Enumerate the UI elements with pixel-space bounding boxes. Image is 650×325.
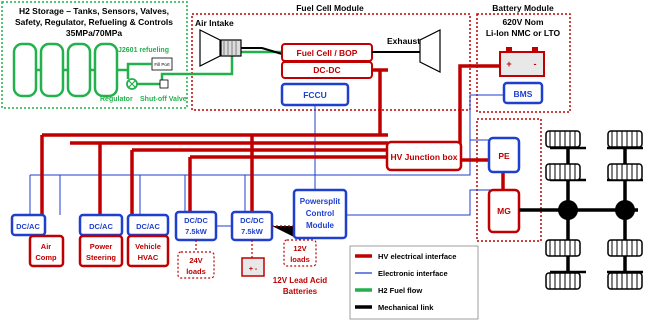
battery-12v-label-2: Batteries — [283, 287, 318, 296]
air-comp-box[interactable] — [28, 234, 65, 268]
storage-title-line1: H2 Storage – Tanks, Sensors, Valves, — [19, 6, 169, 16]
air-comp-label-1: Air — [41, 242, 52, 251]
h2-tank — [93, 42, 119, 98]
powersplit-label-2: Control — [306, 209, 334, 218]
battery-12v-icon — [241, 257, 265, 277]
battery-12v-label-1: 12V Lead Acid — [273, 276, 328, 285]
shutoff-label: Shut-off Valve — [140, 96, 187, 103]
tire — [607, 163, 643, 181]
dcac-vehicle-hvac-label: DC/AC — [136, 222, 160, 231]
legend-elec-label: Electronic interface — [378, 269, 448, 278]
legend-hv-label: HV electrical interface — [378, 252, 456, 261]
powersplit-label-3: Module — [306, 221, 335, 230]
fuel-cell-module-title: Fuel Cell Module — [296, 3, 364, 13]
tire — [545, 239, 581, 257]
powersplit-label-1: Powersplit — [300, 197, 341, 206]
fccu-label: FCCU — [303, 90, 327, 100]
regulator-label: Regulator — [100, 96, 133, 103]
legend: HV electrical interface Electronic inter… — [355, 252, 456, 312]
pe-label: PE — [498, 151, 510, 161]
loads-24v-box — [177, 251, 215, 279]
dcdc-24v-label-1: DC/DC — [184, 216, 208, 225]
tire — [607, 130, 643, 148]
hv-junction-box[interactable] — [385, 140, 463, 172]
legend-h2-label: H2 Fuel flow — [378, 286, 422, 295]
tire — [545, 163, 581, 181]
legend-mech-label: Mechanical link — [378, 303, 434, 312]
storage-module-frame — [1, 1, 188, 109]
fc-dcdc-label: DC-DC — [313, 65, 340, 75]
loads-12v-label-1: 12V — [293, 244, 306, 253]
exhaust-label: Exhaust — [387, 36, 420, 46]
vehicle-hvac-label-2: HVAC — [138, 253, 159, 262]
regulator-cross — [128, 80, 136, 88]
hv-junction-label: HV Junction box — [390, 152, 457, 162]
loads-24v-label-1: 24V — [189, 256, 202, 265]
vehicle-hvac-label-1: Vehicle — [135, 242, 161, 251]
refueling-label: J2601 refueling — [118, 47, 169, 54]
air-intake-label: Air Intake — [195, 18, 234, 28]
h2-tank — [66, 42, 92, 98]
tires — [545, 130, 643, 290]
battery-minus: - — [534, 59, 537, 69]
dcdc-24v-label-2: 7.5kW — [185, 227, 208, 236]
tire — [607, 272, 643, 290]
tire — [607, 239, 643, 257]
exhaust-icon — [419, 29, 441, 73]
compressor-icon — [199, 29, 242, 67]
pe-mg-frame — [476, 118, 542, 242]
dcdc-12v-label-2: 7.5kW — [241, 227, 264, 236]
pe-box[interactable] — [487, 136, 521, 174]
power-steering-box[interactable] — [78, 234, 124, 268]
battery-12v-terminals: + - — [249, 266, 258, 273]
battery-module-frame — [476, 13, 571, 113]
dcdc-12v-label-1: DC/DC — [240, 216, 264, 225]
battery-plus: + — [506, 59, 511, 69]
bms-box[interactable] — [502, 81, 544, 105]
differential-rear — [615, 200, 635, 220]
mg-label: MG — [497, 206, 511, 216]
battery-module-title: Battery Module — [492, 3, 554, 13]
hv-electrical-links — [40, 64, 505, 215]
dcac-air-comp-label: DC/AC — [16, 222, 40, 231]
tire — [545, 130, 581, 148]
fill-port-label: Fill Port — [154, 62, 170, 67]
h2-supply-line — [137, 50, 282, 86]
dcac-power-steering-label: DC/AC — [89, 222, 113, 231]
power-steering-label-1: Power — [90, 242, 113, 251]
h2-fill-line — [126, 62, 152, 70]
dcac-air-comp-box[interactable] — [10, 213, 47, 237]
powersplit-box[interactable] — [292, 188, 348, 240]
battery-voltage: 620V Nom — [502, 17, 544, 27]
bms-label: BMS — [514, 89, 533, 99]
h2-tank — [39, 42, 65, 98]
axle-stubs — [550, 146, 643, 274]
fuel-cell-module-frame — [191, 13, 471, 111]
battery-terminal-neg — [532, 47, 538, 52]
power-steering-label-2: Steering — [86, 253, 116, 262]
loads-12v-label-2: loads — [290, 255, 310, 264]
battery-chemistry: Li-Ion NMC or LTO — [486, 28, 561, 38]
loads-24v-label-2: loads — [186, 267, 206, 276]
storage-title-line3: 35MPa/70MPa — [66, 28, 122, 38]
air-comp-label-2: Comp — [35, 253, 57, 262]
differential-front — [558, 200, 578, 220]
air-to-fuel-cell — [241, 47, 283, 55]
h2-tank — [12, 42, 38, 98]
shutoff-valve-icon — [159, 79, 169, 89]
vehicle-hvac-box[interactable] — [126, 234, 170, 268]
battery-terminal-pos — [506, 47, 512, 52]
storage-title-line2: Safety, Regulator, Refueling & Controls — [15, 17, 173, 27]
loads-12v-box — [283, 239, 317, 267]
hv-battery-icon — [499, 51, 545, 77]
fuel-cell-bop-label: Fuel Cell / BOP — [297, 48, 358, 58]
tire — [545, 272, 581, 290]
